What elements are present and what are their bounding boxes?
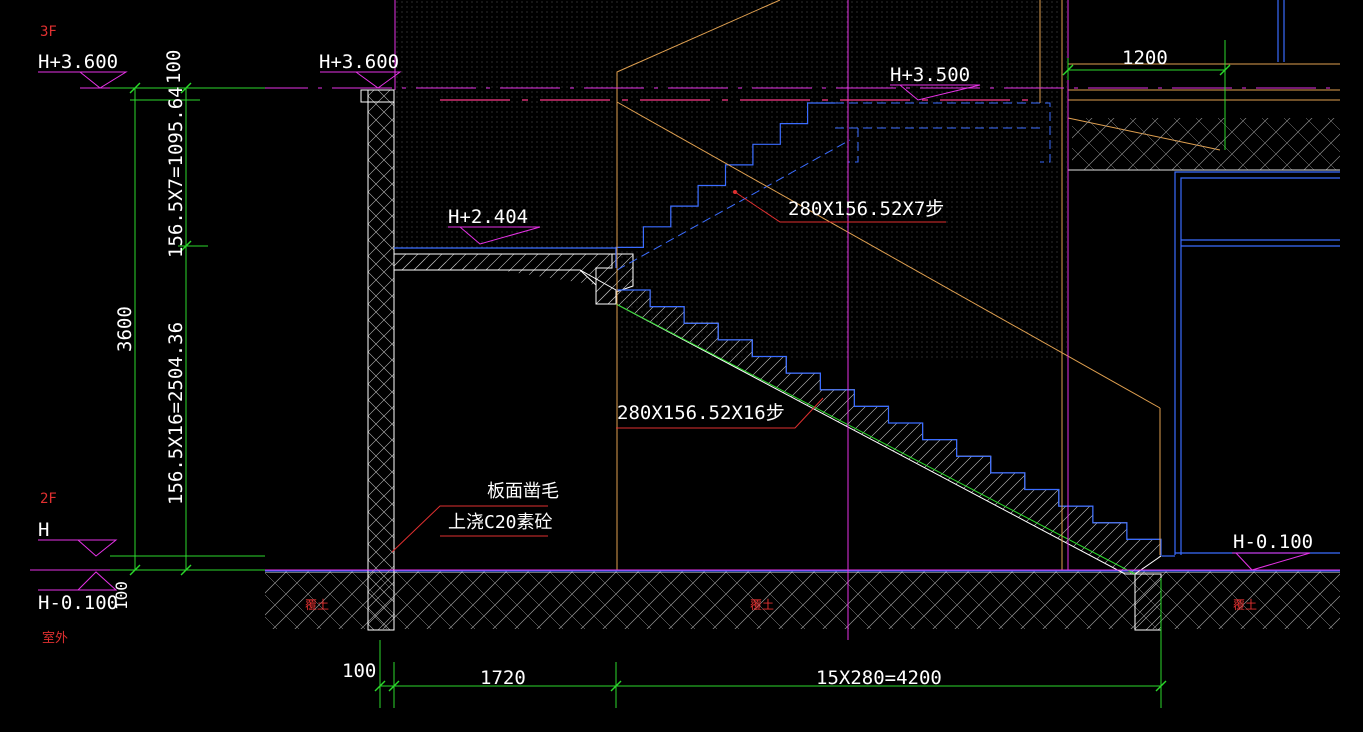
annotation-upper-flight: 280X156.52X7步	[788, 198, 944, 220]
dotted-fill-region-right	[616, 248, 1067, 360]
mid-landing-slab-body	[393, 253, 617, 305]
orange-lines	[616, 0, 1340, 570]
upper-flight-treads	[615, 102, 835, 268]
dim-vertical-bottom: 100	[112, 581, 131, 610]
wall-section	[367, 89, 395, 631]
dim-flight-run: 15X280=4200	[816, 667, 942, 689]
upper-flight	[615, 102, 835, 268]
level-label-left-top: H+3.600	[38, 51, 118, 73]
leader-lines	[391, 191, 946, 553]
dim-right-width: 1200	[1122, 47, 1168, 69]
soil-band	[265, 571, 1340, 629]
dimension-lines	[110, 40, 1226, 708]
dim-wall-width: 100	[342, 660, 376, 682]
level-label-landing-top: H+3.500	[890, 64, 970, 86]
right-room	[1162, 0, 1340, 557]
right-slab-texture	[1072, 118, 1340, 170]
floor-label-outdoor: 室外	[42, 630, 68, 646]
wall-cap	[360, 89, 395, 103]
level-label-outdoor-right: H-0.100	[1233, 531, 1313, 553]
level-label-ground: H	[38, 519, 49, 541]
floor-label-3f: 3F	[40, 24, 57, 40]
soil-label-left: 覆土	[305, 598, 329, 612]
lower-flight-treads	[616, 289, 1162, 556]
dimension-ticks	[129, 64, 1231, 692]
lower-flight-soffit-line	[615, 303, 1136, 575]
lower-flight	[615, 289, 1162, 575]
dim-lower-flight-rise: 156.5X16=2504.36	[165, 322, 187, 505]
annotation-lower-flight: 280X156.52X16步	[617, 402, 785, 424]
soil-label-right: 覆土	[1233, 598, 1257, 612]
level-label-mid-landing: H+2.404	[448, 206, 528, 228]
leader-dot-upper	[733, 190, 737, 194]
annotation-note-line-1: 板面凿毛	[487, 481, 559, 502]
upper-landing-dashed	[835, 102, 1051, 163]
level-label-outdoor-left: H-0.100	[38, 592, 118, 614]
dim-vertical-total: 3600	[114, 306, 136, 352]
floor-label-2f: 2F	[40, 491, 57, 507]
annotation-note-line-2: 上浇C20素砼	[448, 512, 553, 533]
soil-label-middle: 覆土	[750, 598, 774, 612]
level-markers	[38, 71, 1311, 591]
stair-foundation	[1134, 573, 1162, 631]
dim-vertical-top: 100	[163, 50, 185, 84]
upper-flight-dashed-soffit	[616, 139, 851, 271]
dim-upper-flight-rise: 156.5X7=1095.64	[165, 86, 187, 258]
level-label-wall-top: H+3.600	[319, 51, 399, 73]
dim-landing-length: 1720	[480, 667, 526, 689]
